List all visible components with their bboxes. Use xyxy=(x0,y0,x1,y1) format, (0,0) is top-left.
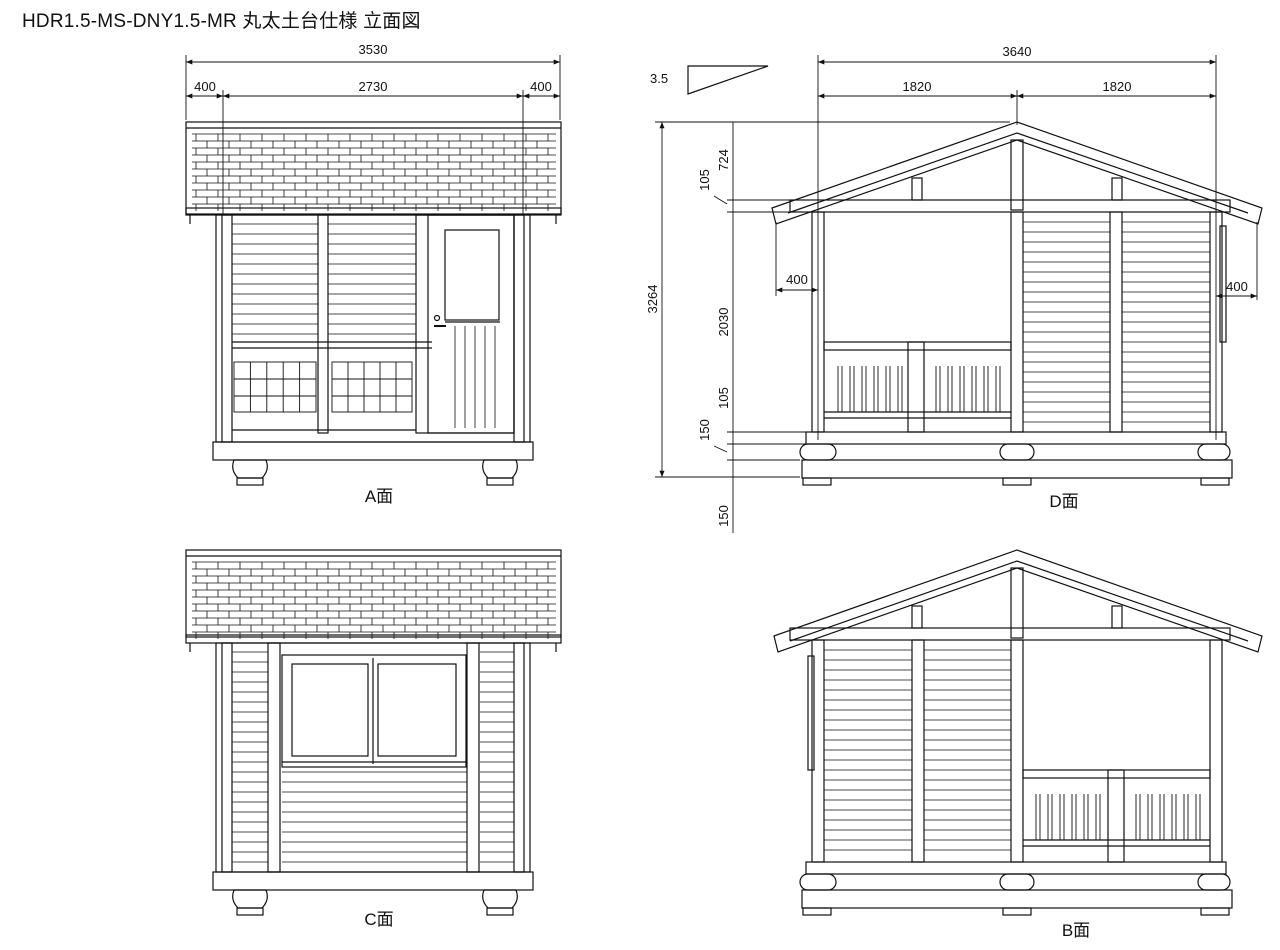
dim-d-log: 150 xyxy=(697,419,712,441)
dim-d-foot: 150 xyxy=(716,505,731,527)
base-c xyxy=(212,871,534,916)
dim-d-gable: 724 xyxy=(716,149,731,171)
railing-d xyxy=(823,341,1012,433)
railing-b xyxy=(1022,769,1211,863)
dim-a-total: 3530 xyxy=(359,42,388,57)
dimension-lines-a xyxy=(185,55,561,215)
view-label-b: B面 xyxy=(1062,921,1090,940)
roof-gable-d xyxy=(771,121,1263,225)
dim-d-left-eave: 400 xyxy=(786,272,808,287)
roof-gable-b xyxy=(773,549,1263,653)
dim-d-total: 3640 xyxy=(1003,44,1032,59)
base-d xyxy=(799,431,1233,486)
dim-a-left-eave: 400 xyxy=(194,79,216,94)
dim-d-height-total: 3264 xyxy=(645,285,660,314)
dim-d-beam: 105 xyxy=(697,169,712,191)
view-label-c: C面 xyxy=(364,910,393,929)
elevation-c xyxy=(185,549,562,916)
dim-d-left-half: 1820 xyxy=(903,79,932,94)
view-label-a: A面 xyxy=(365,487,393,506)
view-label-d: D面 xyxy=(1049,492,1078,511)
dim-d-right-half: 1820 xyxy=(1103,79,1132,94)
roof-pitch-indicator xyxy=(687,65,769,95)
dim-d-right-eave: 400 xyxy=(1226,279,1248,294)
base-b xyxy=(799,861,1233,916)
dim-a-body: 2730 xyxy=(359,79,388,94)
dim-pitch: 3.5 xyxy=(650,71,668,86)
elevation-a xyxy=(185,55,562,486)
base-a xyxy=(212,441,534,486)
dim-a-right-eave: 400 xyxy=(530,79,552,94)
roof-panel-c xyxy=(185,549,562,652)
roof-panel-a xyxy=(185,121,562,224)
drawing-title: HDR1.5-MS-DNY1.5-MR 丸太土台仕様 立面図 xyxy=(22,11,421,32)
dimension-lines-d xyxy=(655,55,1258,533)
elevation-b xyxy=(773,549,1263,916)
door-a xyxy=(415,214,515,434)
window-c xyxy=(281,654,467,768)
elevation-d xyxy=(655,55,1263,533)
dim-d-sill: 105 xyxy=(716,387,731,409)
dim-d-wall: 2030 xyxy=(716,308,731,337)
wall-d xyxy=(811,211,1227,433)
wall-a xyxy=(215,214,531,443)
